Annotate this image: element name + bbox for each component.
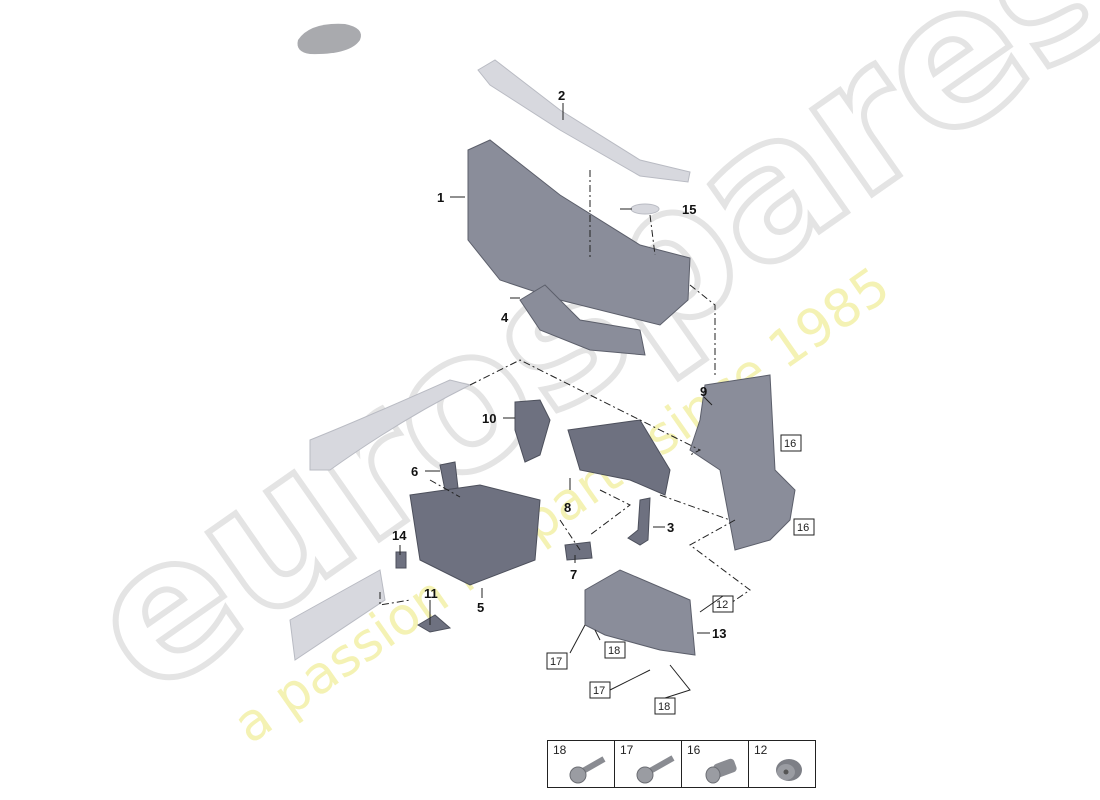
legend-item-12: 12	[749, 741, 815, 787]
legend-number: 12	[754, 743, 768, 757]
part-7-bracket	[564, 541, 593, 561]
ref-18: 18	[608, 645, 620, 657]
part-3-bracket	[627, 497, 651, 546]
ref-16: 16	[784, 438, 796, 450]
callout-15: 15	[682, 202, 696, 217]
bushing-nut-icon	[776, 759, 802, 781]
part-5-crossmember	[409, 484, 541, 586]
ref-18: 18	[658, 701, 670, 713]
callout-9: 9	[700, 384, 707, 399]
callout-13: 13	[712, 626, 726, 641]
callout-6: 6	[411, 464, 418, 479]
callout-5: 5	[477, 600, 484, 615]
ref-17: 17	[550, 656, 562, 668]
ref-12: 12	[716, 599, 728, 611]
part-4-bracket	[519, 284, 646, 356]
callout-3: 3	[667, 520, 674, 535]
callout-11: 11	[424, 586, 438, 601]
car-thumbnail-icon	[297, 23, 361, 55]
callouts: 1 2 3 4 5 6 7 8 9 10 11 13 14 15	[392, 88, 726, 641]
part-2-cowl-upper	[477, 59, 691, 183]
part-11-bracket	[417, 614, 452, 633]
part-9-a-pillar	[689, 374, 796, 551]
watermark-brand: eurospares	[49, 0, 1100, 737]
flange-screw-icon	[636, 755, 675, 784]
sill-ghost	[289, 569, 386, 661]
rivet-nut-icon	[705, 758, 737, 784]
fastener-legend: 18 17 16 12	[547, 740, 816, 788]
part-13-support	[584, 569, 696, 656]
legend-item-18: 18	[548, 741, 615, 787]
ref-16: 16	[797, 522, 809, 534]
leader-lines	[399, 103, 713, 634]
callout-8: 8	[564, 500, 571, 515]
legend-number: 16	[687, 743, 701, 757]
legend-number: 17	[620, 743, 634, 757]
callout-4: 4	[501, 310, 509, 325]
legend-item-16: 16	[682, 741, 749, 787]
part-15-grommet	[630, 203, 660, 215]
ref-17: 17	[593, 685, 605, 697]
dashed-leaders	[379, 170, 751, 606]
flange-bolt-icon	[569, 756, 606, 784]
legend-number: 18	[553, 743, 567, 757]
body-ghost	[309, 379, 472, 471]
watermark: eurospares a passion for parts since 198…	[46, 0, 1100, 756]
legend-item-17: 17	[615, 741, 682, 787]
callout-2: 2	[558, 88, 565, 103]
part-10-bracket	[514, 399, 551, 463]
boxed-refs: 12 16 16 17 17 18 18	[546, 434, 815, 715]
callout-7: 7	[570, 567, 577, 582]
part-14-plate	[395, 551, 407, 569]
callout-14: 14	[392, 528, 407, 543]
callout-1: 1	[437, 190, 444, 205]
part-1-bulkhead	[467, 139, 691, 326]
callout-10: 10	[482, 411, 496, 426]
